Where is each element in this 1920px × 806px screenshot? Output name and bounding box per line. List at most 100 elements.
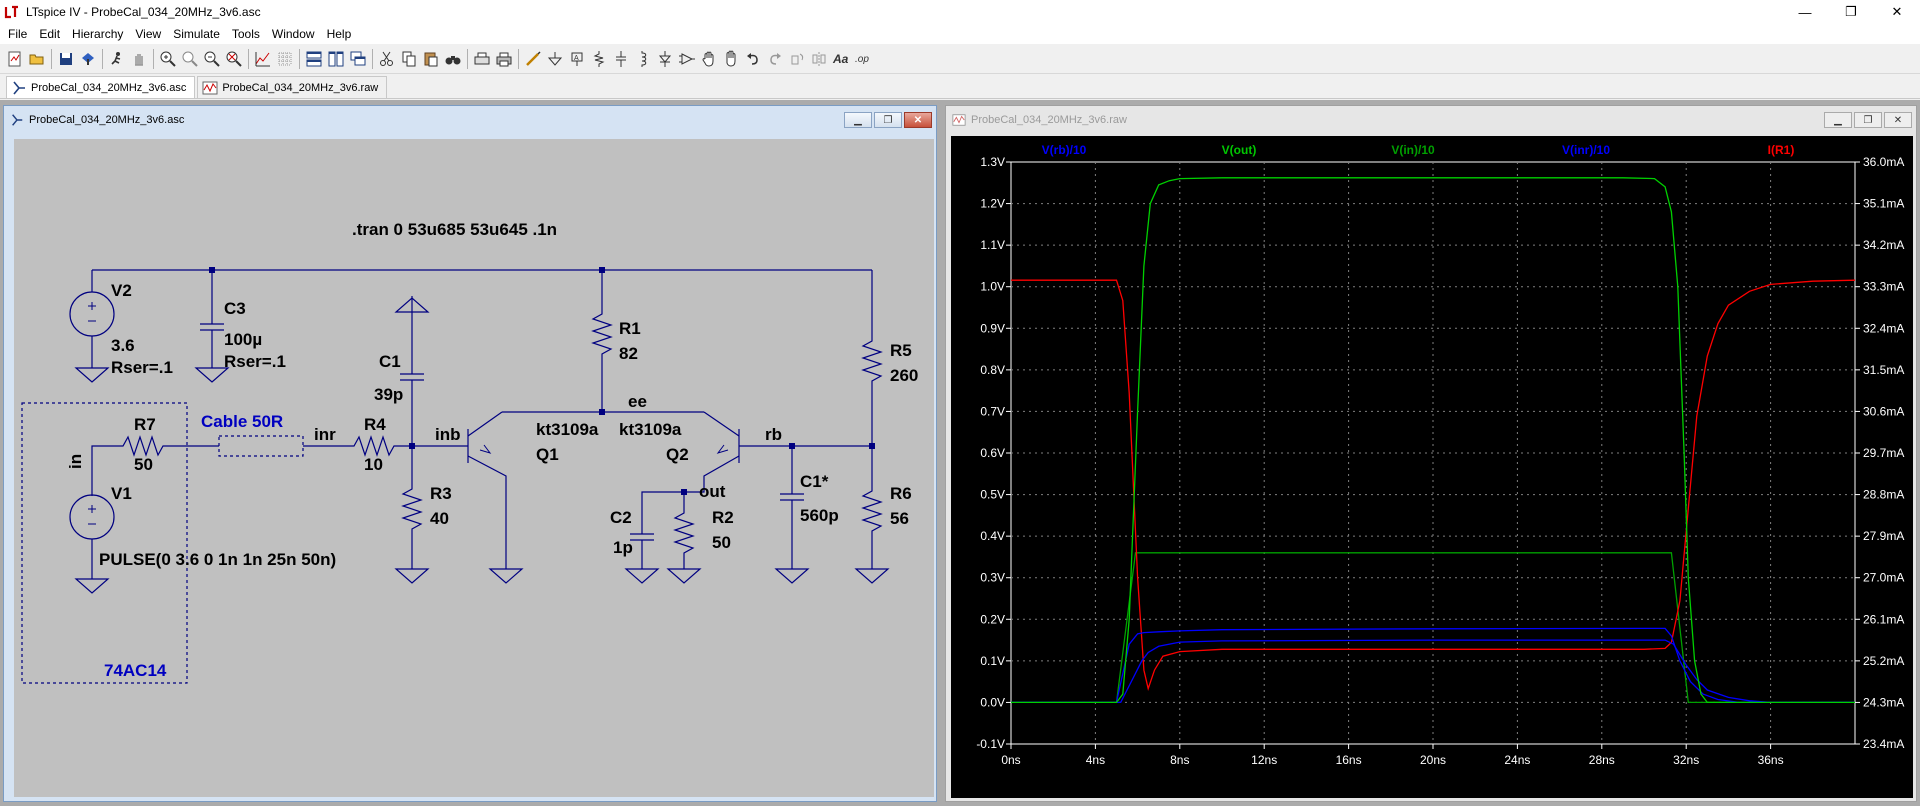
menu-file[interactable]: File [8, 27, 28, 41]
zoom-fit-icon[interactable] [223, 48, 245, 70]
zoom-in-icon[interactable] [157, 48, 179, 70]
window-title: LTspice IV - ProbeCal_034_20MHz_3v6.asc [26, 5, 261, 19]
toolbar-separator [248, 48, 249, 69]
resistor-icon[interactable] [588, 48, 610, 70]
schematic-restore-button[interactable]: ❐ [874, 112, 902, 128]
y-tick-label-left: 1.0V [980, 280, 1005, 294]
close-button[interactable]: ✕ [1891, 4, 1903, 19]
move-icon[interactable] [698, 48, 720, 70]
save-icon[interactable] [55, 48, 77, 70]
toolbar-separator [153, 48, 154, 69]
waveform-restore-button[interactable]: ❐ [1854, 112, 1882, 128]
copy-icon[interactable] [398, 48, 420, 70]
waveform-window-title-bar[interactable]: ProbeCal_034_20MHz_3v6.raw [946, 106, 1916, 134]
waveform-plot[interactable]: -0.1V0.0V0.1V0.2V0.3V0.4V0.5V0.6V0.7V0.8… [951, 136, 1913, 798]
print-preview-icon[interactable] [471, 48, 493, 70]
autoscale-icon[interactable] [252, 48, 274, 70]
label-c3: C3 [224, 299, 246, 318]
label-q1-model: kt3109a [536, 420, 599, 439]
schematic-window-title: ProbeCal_034_20MHz_3v6.asc [29, 114, 185, 126]
menu-simulate[interactable]: Simulate [173, 27, 220, 41]
cascade-icon[interactable] [347, 48, 369, 70]
y-tick-label-left: 0.5V [980, 488, 1005, 502]
y-tick-label-left: -0.1V [976, 737, 1005, 751]
halt-icon[interactable] [128, 48, 150, 70]
rotate-icon[interactable] [786, 48, 808, 70]
zoom-area-icon[interactable] [179, 48, 201, 70]
label-net-icon[interactable]: A [566, 48, 588, 70]
label-c1-value: 39p [374, 385, 403, 404]
label-c2-value: 1p [613, 538, 633, 557]
y-tick-label-right: 28.8mA [1863, 488, 1904, 502]
menu-edit[interactable]: Edit [39, 27, 61, 41]
maximize-button[interactable]: ❐ [1845, 4, 1857, 19]
open-icon[interactable] [26, 48, 48, 70]
tab-schematic-label: ProbeCal_034_20MHz_3v6.asc [31, 81, 187, 94]
tile-vertical-icon[interactable] [325, 48, 347, 70]
menu-tools[interactable]: Tools [231, 27, 260, 41]
trace-v-inr-10 [1011, 627, 1855, 704]
label-v2: V2 [111, 281, 132, 300]
menu-window[interactable]: Window [271, 27, 315, 41]
y-tick-label-right: 30.6mA [1863, 404, 1904, 418]
trace-v-out [1011, 177, 1855, 704]
menu-hierarchy[interactable]: Hierarchy [72, 27, 124, 41]
y-tick-label-right: 31.5mA [1863, 363, 1904, 377]
zoom-out-icon[interactable] [201, 48, 223, 70]
waveform-icon [952, 114, 966, 126]
trace-label: V(inr)/10 [1562, 143, 1610, 157]
text-icon[interactable]: Aa [830, 48, 852, 70]
run-icon[interactable] [106, 48, 128, 70]
y-tick-label-right: 27.0mA [1863, 571, 1904, 585]
tab-schematic[interactable]: ProbeCal_034_20MHz_3v6.asc [6, 76, 196, 98]
spice-directive[interactable]: .tran 0 53u685 53u645 .1n [352, 220, 557, 239]
control-panel-icon[interactable] [77, 48, 99, 70]
wire-icon[interactable] [522, 48, 544, 70]
toolbar-separator [372, 48, 373, 69]
inductor-icon[interactable] [632, 48, 654, 70]
schematic-canvas[interactable]: .tran 0 53u685 53u645 .1n V2 3.6 Rser=.1… [14, 139, 934, 797]
capacitor-icon[interactable] [610, 48, 632, 70]
label-r3: R3 [430, 484, 452, 503]
schematic-minimize-button[interactable]: ▁ [844, 112, 872, 128]
schematic-window-title-bar[interactable]: ProbeCal_034_20MHz_3v6.asc [4, 106, 936, 134]
component-icon[interactable] [676, 48, 698, 70]
drag-icon[interactable] [720, 48, 742, 70]
waveform-minimize-button[interactable]: ▁ [1824, 112, 1852, 128]
menu-view[interactable]: View [135, 27, 162, 41]
label-q2-model: kt3109a [619, 420, 682, 439]
schematic-close-button[interactable]: ✕ [904, 112, 932, 128]
waveform-close-button[interactable]: ✕ [1884, 112, 1912, 128]
print-icon[interactable] [493, 48, 515, 70]
y-tick-label-right: 34.2mA [1863, 238, 1904, 252]
minimize-button[interactable]: — [1798, 4, 1812, 20]
tile-horizontal-icon[interactable] [303, 48, 325, 70]
window-title-bar: LTspice IV - ProbeCal_034_20MHz_3v6.asc … [0, 0, 1920, 24]
new-schematic-icon[interactable] [4, 48, 26, 70]
plot-grid [1010, 161, 1856, 745]
undo-icon[interactable] [742, 48, 764, 70]
label-r7-value: 50 [134, 455, 153, 474]
net-label-rb: rb [765, 425, 782, 444]
label-r4-value: 10 [364, 455, 383, 474]
ground-icon[interactable] [544, 48, 566, 70]
tab-waveform[interactable]: ProbeCal_034_20MHz_3v6.raw [197, 76, 388, 98]
find-icon[interactable] [442, 48, 464, 70]
x-tick-label: 8ns [1170, 753, 1189, 767]
label-v1: V1 [111, 484, 132, 503]
paste-icon[interactable] [420, 48, 442, 70]
label-c3-value: 100µ [224, 330, 262, 349]
grid-icon[interactable] [274, 48, 296, 70]
cut-icon[interactable] [376, 48, 398, 70]
svg-text:A: A [574, 55, 579, 62]
menu-help[interactable]: Help [326, 27, 352, 41]
spice-directive-icon[interactable]: .op [852, 48, 874, 70]
y-tick-label-left: 0.7V [980, 404, 1005, 418]
redo-icon[interactable] [764, 48, 786, 70]
y-tick-label-left: 0.6V [980, 446, 1005, 460]
mirror-icon[interactable] [808, 48, 830, 70]
x-tick-label: 20ns [1420, 753, 1446, 767]
diode-icon[interactable] [654, 48, 676, 70]
schematic-window: ProbeCal_034_20MHz_3v6.asc ▁ ❐ ✕ [3, 105, 937, 802]
